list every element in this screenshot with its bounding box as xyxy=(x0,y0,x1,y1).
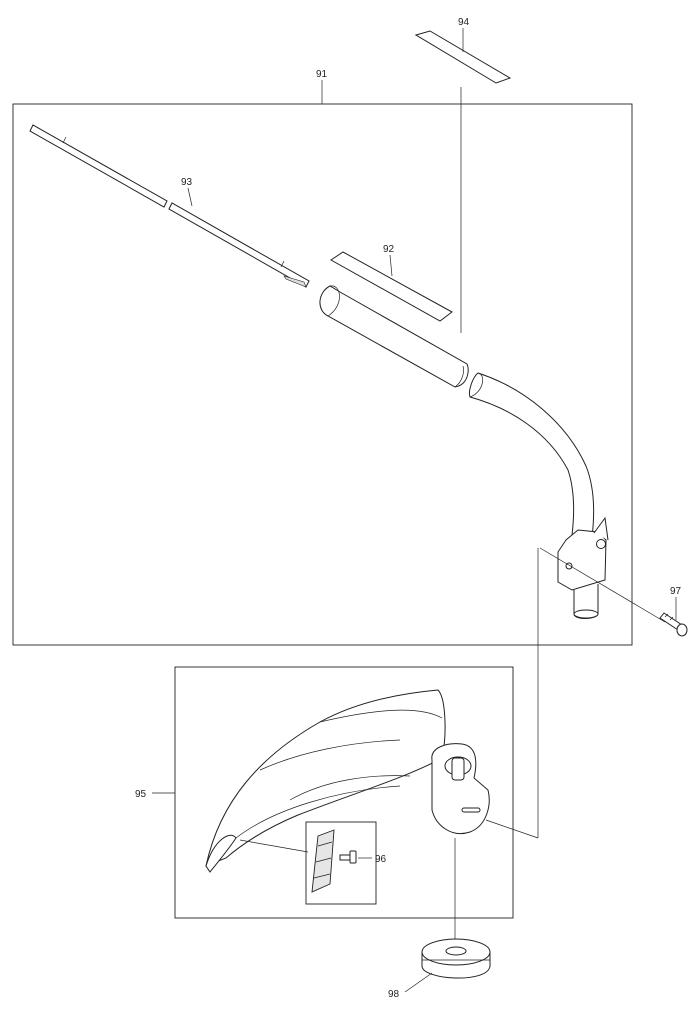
part-94-label-sticker[interactable] xyxy=(414,30,512,84)
part-95-guard[interactable] xyxy=(205,689,490,873)
part-92-label-sticker[interactable] xyxy=(330,251,453,322)
assembly-frame-91 xyxy=(12,103,633,646)
part-93-drive-shaft[interactable] xyxy=(29,124,310,288)
leader-98 xyxy=(404,972,433,993)
callout-93: 93 xyxy=(181,177,193,188)
shaft-tube-straight[interactable] xyxy=(319,285,469,388)
callout-91: 91 xyxy=(316,69,328,80)
callout-96: 96 xyxy=(375,854,387,865)
shaft-tube-curved[interactable] xyxy=(469,372,595,538)
callout-98: 98 xyxy=(388,989,400,1000)
callout-97: 97 xyxy=(670,586,682,597)
leader-93 xyxy=(187,187,193,207)
part-96-cutter-plate[interactable] xyxy=(311,829,335,893)
part-98-protector[interactable] xyxy=(421,938,491,979)
part-97-bolt[interactable] xyxy=(659,612,688,637)
leader-clamp-to-guard xyxy=(485,819,539,839)
callout-92: 92 xyxy=(383,244,395,255)
callout-94: 94 xyxy=(458,17,470,28)
part-96-screw[interactable] xyxy=(339,850,357,864)
leader-96-guard xyxy=(239,839,309,853)
leader-92 xyxy=(389,254,393,277)
leader-bolt-axis xyxy=(539,547,666,623)
callout-95: 95 xyxy=(135,789,147,800)
assembly-frame-95 xyxy=(174,666,514,919)
inset-box-96 xyxy=(305,821,377,905)
clamp-bracket[interactable] xyxy=(557,516,609,619)
